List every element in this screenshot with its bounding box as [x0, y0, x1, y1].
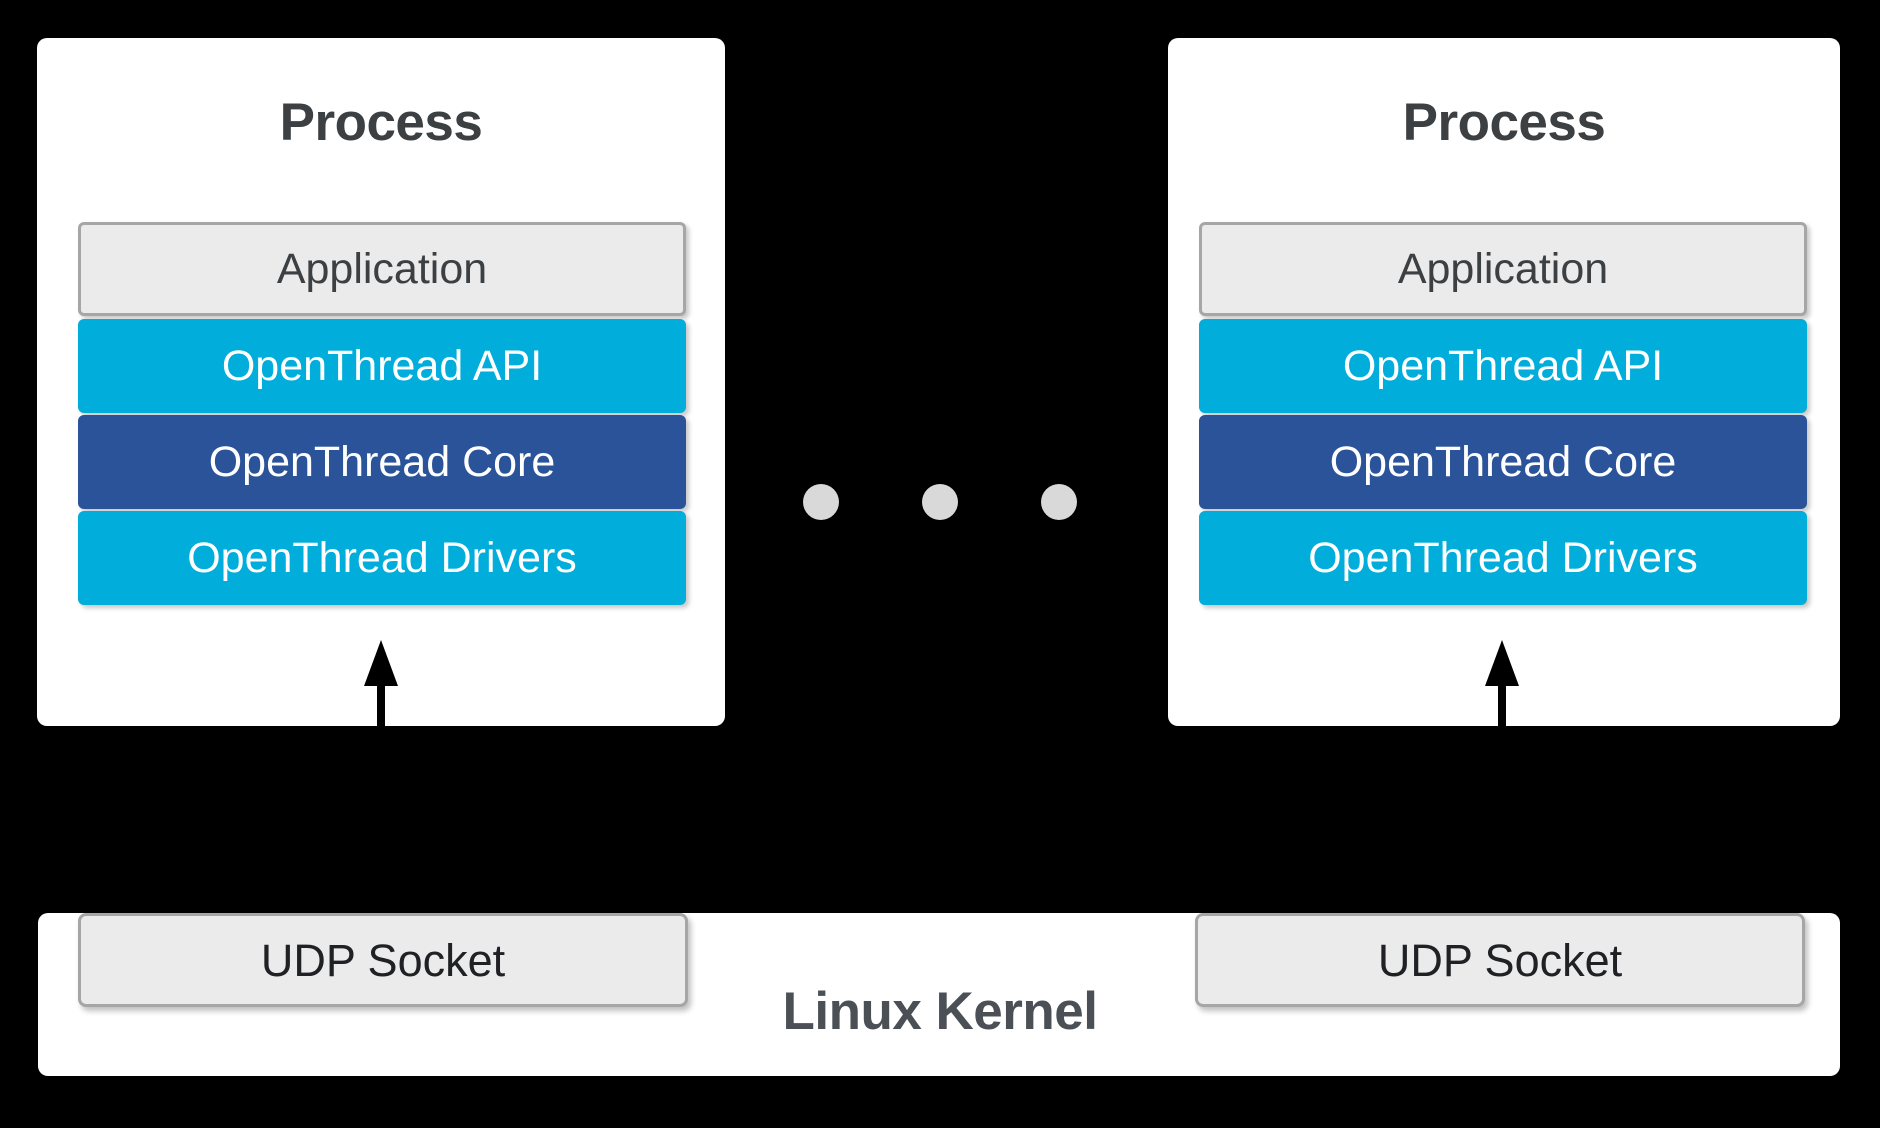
layer-openthread-drivers-right[interactable]: OpenThread Drivers: [1199, 511, 1807, 605]
layer-label: OpenThread API: [221, 341, 543, 390]
process-title-right: Process: [1402, 93, 1606, 152]
arrow-left-socket-to-drivers: [351, 638, 411, 730]
udp-socket-right[interactable]: UDP Socket: [1195, 913, 1805, 1007]
layer-label: OpenThread Core: [208, 437, 556, 486]
layer-openthread-core-left[interactable]: OpenThread Core: [78, 415, 686, 509]
ellipsis-dot-3: [1041, 484, 1077, 520]
layer-label: Application: [1397, 244, 1609, 293]
layer-openthread-api-right[interactable]: OpenThread API: [1199, 319, 1807, 413]
layer-openthread-drivers-left[interactable]: OpenThread Drivers: [78, 511, 686, 605]
process-title-left: Process: [279, 93, 483, 152]
layer-openthread-core-right[interactable]: OpenThread Core: [1199, 415, 1807, 509]
kernel-title: Linux Kernel: [782, 982, 1098, 1041]
udp-socket-label: UDP Socket: [1377, 934, 1623, 986]
layer-openthread-api-left[interactable]: OpenThread API: [78, 319, 686, 413]
layer-label: Application: [276, 244, 488, 293]
layer-label: OpenThread API: [1342, 341, 1664, 390]
udp-socket-label: UDP Socket: [260, 934, 506, 986]
layer-application-left[interactable]: Application: [78, 222, 686, 316]
layer-label: OpenThread Drivers: [1308, 533, 1698, 582]
ellipsis-dot-2: [922, 484, 958, 520]
udp-socket-left[interactable]: UDP Socket: [78, 913, 688, 1007]
layer-label: OpenThread Core: [1329, 437, 1677, 486]
arrow-right-socket-to-drivers: [1472, 638, 1532, 730]
ellipsis-dot-1: [803, 484, 839, 520]
layer-label: OpenThread Drivers: [187, 533, 577, 582]
layer-application-right[interactable]: Application: [1199, 222, 1807, 316]
